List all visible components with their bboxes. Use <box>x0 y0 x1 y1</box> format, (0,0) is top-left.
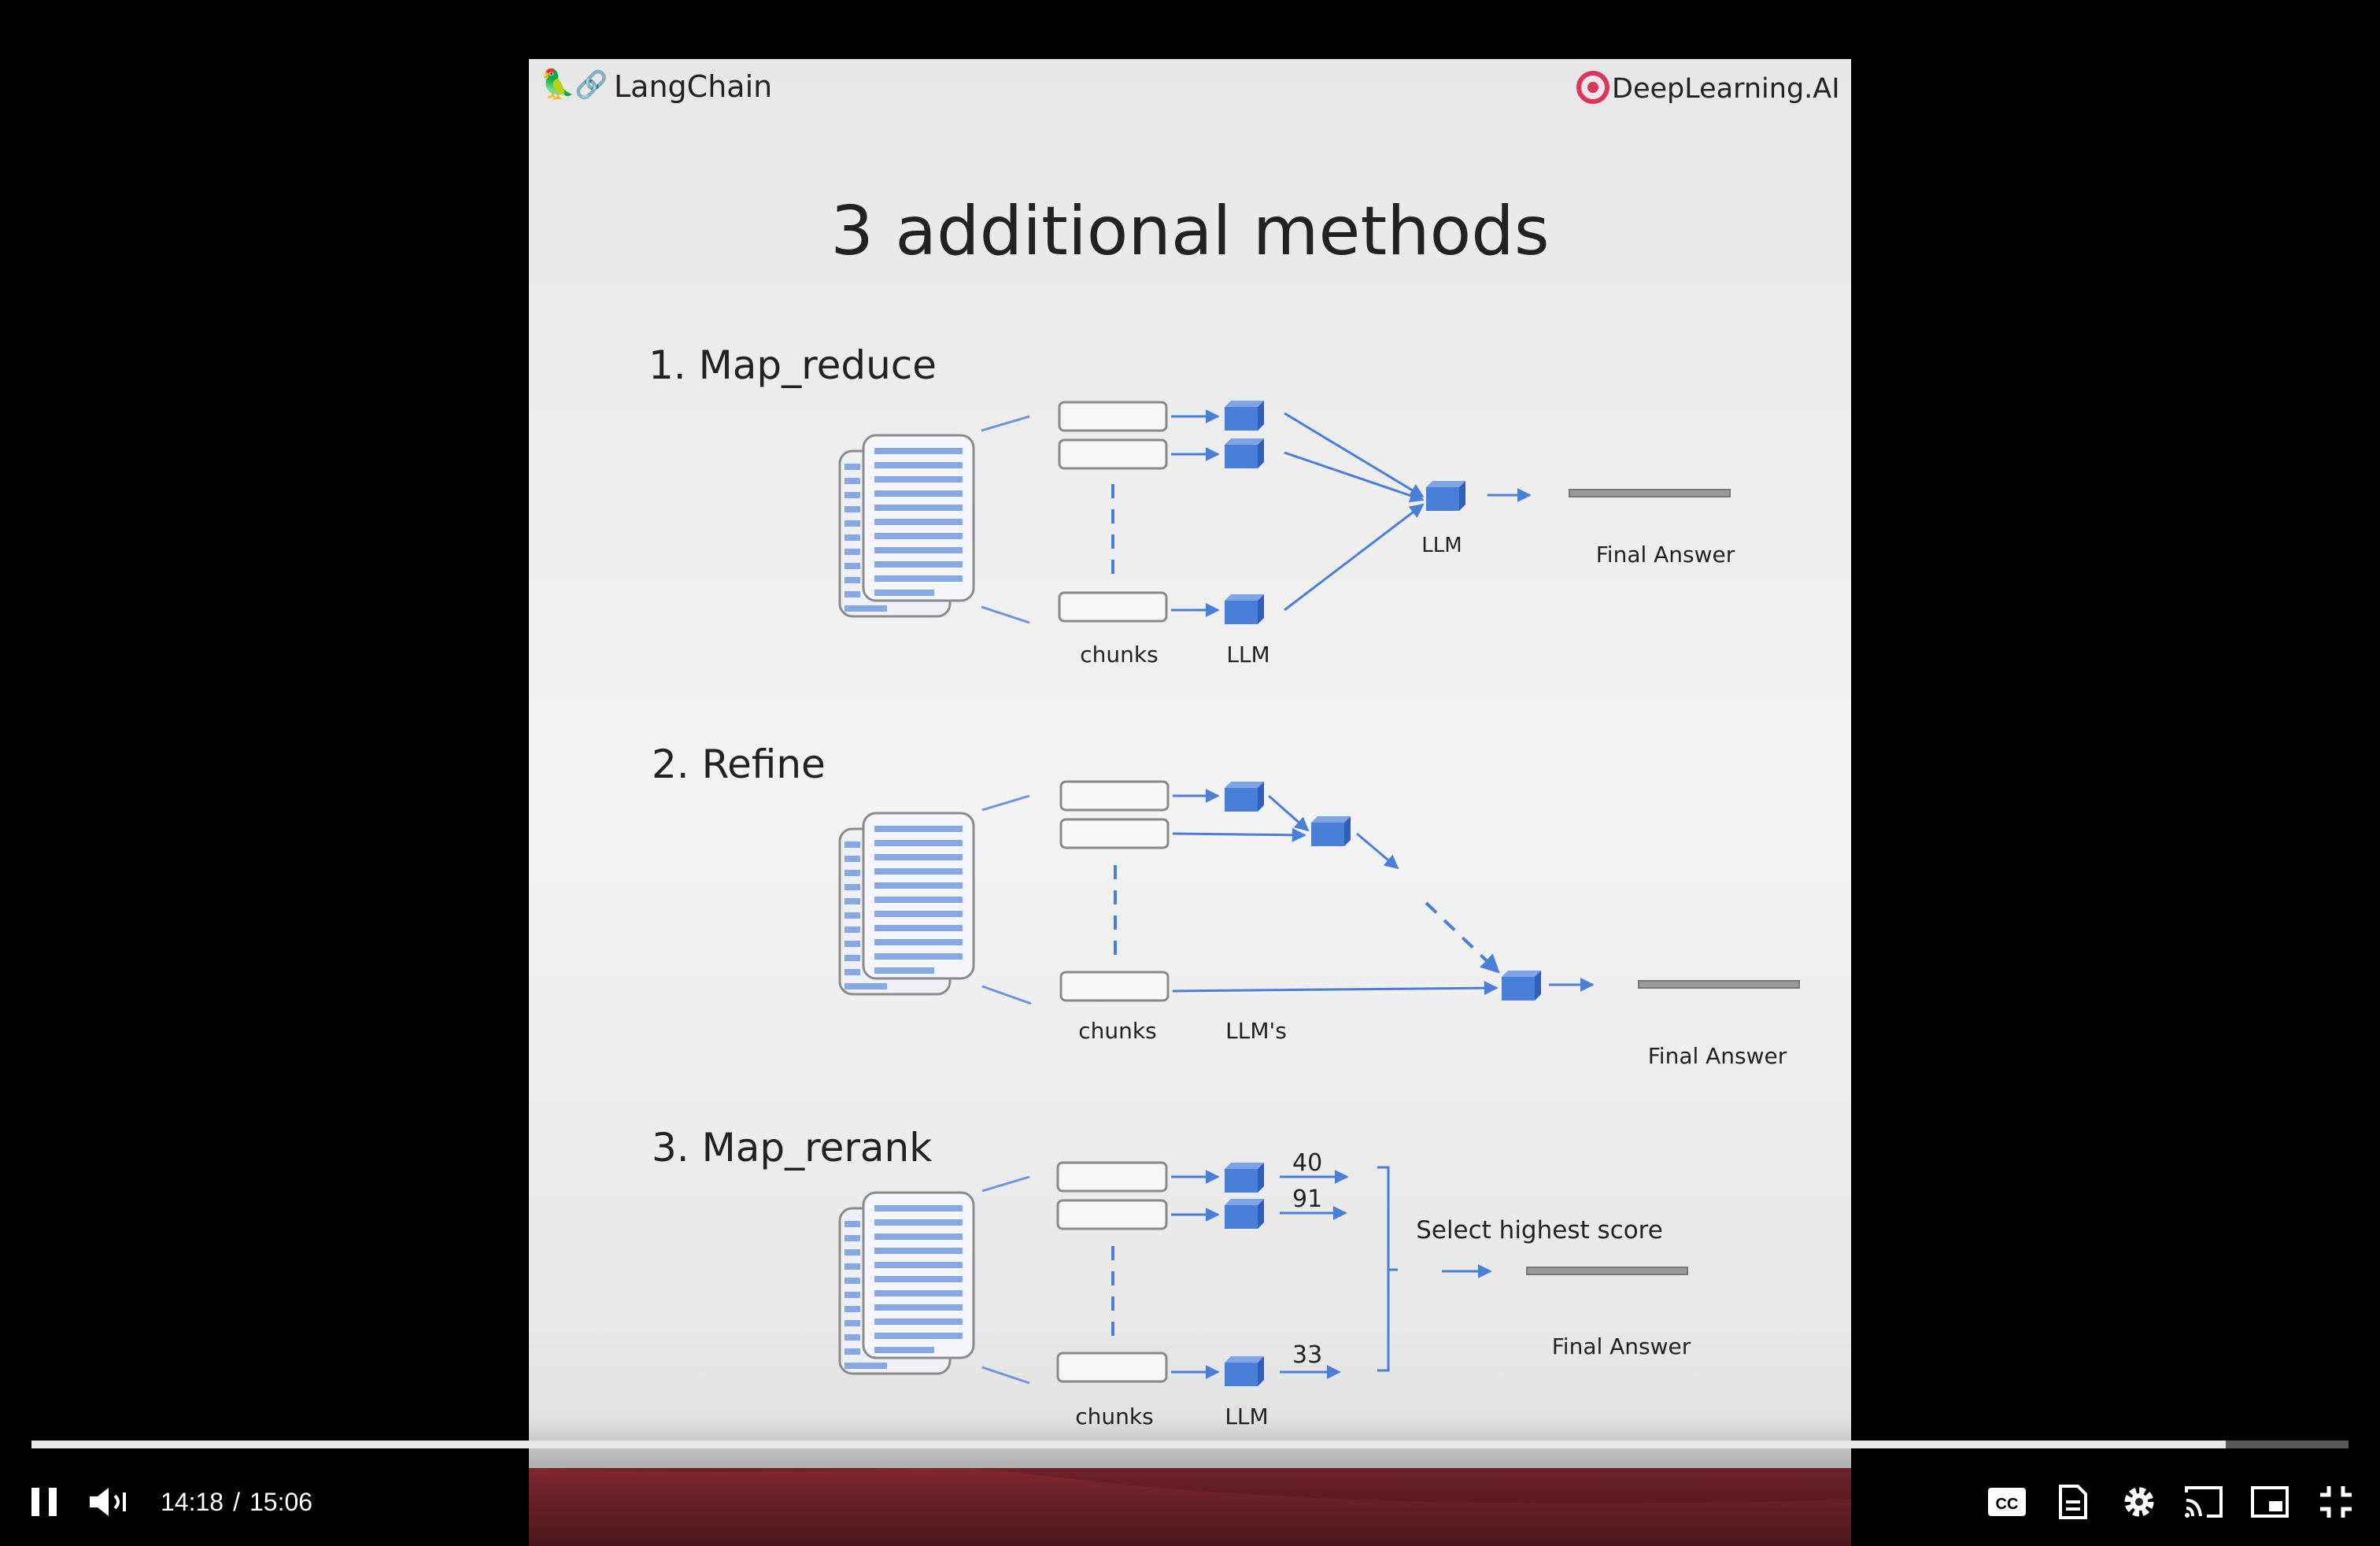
document-stack-icon <box>840 813 974 994</box>
settings-button[interactable] <box>2112 1474 2166 1530</box>
duration: 15:06 <box>249 1487 313 1516</box>
miniplayer-icon <box>2251 1486 2289 1518</box>
chunk-box <box>1059 971 1170 1002</box>
chunks-label: chunks <box>1078 1018 1156 1044</box>
slide-title: 3 additional methods <box>830 192 1549 271</box>
chunk-box <box>1056 1199 1168 1230</box>
final-answer-bar <box>1638 980 1800 989</box>
llm-cube-icon <box>1225 438 1264 468</box>
final-answer-label: Final Answer <box>1648 1043 1787 1069</box>
final-answer-label: Final Answer <box>1596 542 1735 568</box>
deeplearning-logo: DeepLearning.AI <box>1576 71 1840 105</box>
pause-button[interactable] <box>19 1474 69 1530</box>
section-heading-map-reduce: 1. Map_reduce <box>649 342 937 388</box>
llms-label: LLM's <box>1225 1018 1287 1044</box>
svg-text:CC: CC <box>1996 1496 2019 1513</box>
link-icon: 🔗 <box>575 68 608 101</box>
section-heading-map-rerank: 3. Map_rerank <box>652 1125 932 1171</box>
llm-cube-icon <box>1225 401 1264 431</box>
chunk-box <box>1058 401 1168 432</box>
chunk-box <box>1059 818 1170 849</box>
score-label: 40 <box>1292 1149 1322 1177</box>
llm-label: LLM <box>1421 534 1462 557</box>
final-answer-label: Final Answer <box>1552 1333 1691 1359</box>
time-separator: / <box>233 1487 240 1516</box>
llm-cube-icon <box>1502 971 1541 1000</box>
captions-icon: CC <box>1988 1488 2026 1516</box>
score-label: 33 <box>1292 1341 1322 1369</box>
progress-played <box>31 1441 2226 1448</box>
cast-icon <box>2185 1486 2223 1518</box>
chunk-box <box>1056 1352 1168 1383</box>
document-stack-icon <box>840 1193 974 1374</box>
subtitles-button[interactable]: CC <box>1980 1474 2034 1530</box>
bracket <box>1377 1166 1398 1372</box>
final-answer-bar <box>1526 1267 1688 1275</box>
document-stack-icon <box>840 435 974 616</box>
select-highest-score-label: Select highest score <box>1416 1216 1663 1245</box>
deeplearning-brand: DeepLearning.AI <box>1612 73 1840 105</box>
pause-icon <box>31 1488 57 1516</box>
cast-button[interactable] <box>2177 1474 2230 1530</box>
deeplearning-mark-icon <box>1576 71 1609 104</box>
llm-cube-icon <box>1426 481 1465 511</box>
llm-cube-icon <box>1225 1163 1264 1193</box>
exit-fullscreen-button[interactable] <box>2309 1474 2363 1530</box>
progress-bar[interactable] <box>31 1441 2349 1448</box>
llm-cube-icon <box>1225 1356 1264 1386</box>
llm-cube-icon <box>1225 782 1264 812</box>
mute-button[interactable] <box>82 1474 139 1530</box>
langchain-brand: LangChain <box>614 69 772 104</box>
time-display: 14:18 / 15:06 <box>161 1480 312 1524</box>
section-heading-refine: 2. Refine <box>652 742 826 787</box>
current-time: 14:18 <box>161 1487 224 1516</box>
langchain-logo: 🦜 🔗 LangChain <box>540 67 772 104</box>
chunk-box <box>1058 438 1168 470</box>
llm-cube-icon <box>1225 1199 1264 1229</box>
llm-cube-icon <box>1311 816 1351 846</box>
chunk-box <box>1056 1161 1168 1193</box>
llm-label: LLM <box>1226 642 1269 668</box>
chunk-box <box>1059 780 1170 812</box>
exit-fullscreen-icon <box>2320 1486 2352 1518</box>
volume-icon <box>90 1488 126 1516</box>
parrot-icon: 🦜 <box>540 67 575 101</box>
player-controls-bar <box>0 1417 2380 1546</box>
final-answer-bar <box>1569 489 1731 497</box>
transcript-button[interactable] <box>2046 1474 2100 1530</box>
miniplayer-button[interactable] <box>2243 1474 2297 1530</box>
chunk-box <box>1058 591 1168 623</box>
settings-icon <box>2124 1487 2154 1517</box>
transcript-icon <box>2059 1485 2087 1519</box>
chunks-label: chunks <box>1080 642 1158 668</box>
slide-diagram: 🦜 🔗 LangChain DeepLearning.AI 3 addition… <box>529 67 1851 1546</box>
llm-cube-icon <box>1225 594 1264 624</box>
video-frame-slide[interactable]: 🦜 🔗 LangChain DeepLearning.AI 3 addition… <box>529 59 1851 1546</box>
score-label: 91 <box>1292 1185 1322 1213</box>
